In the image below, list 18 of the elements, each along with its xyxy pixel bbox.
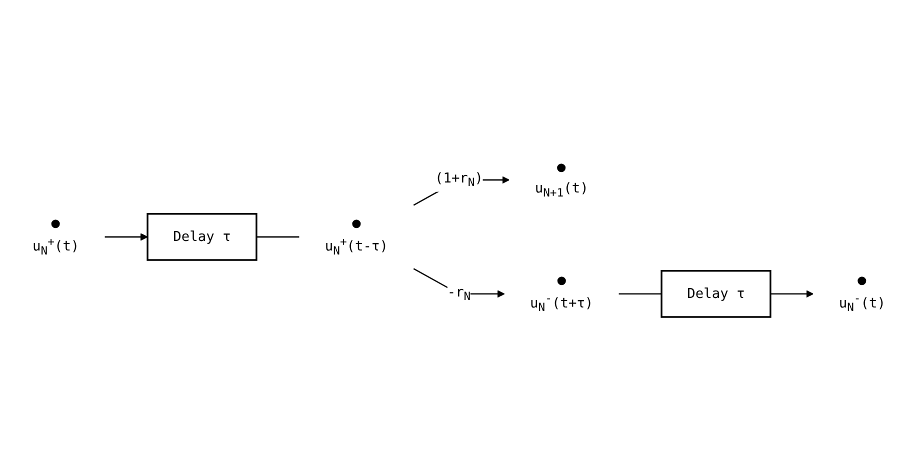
node-circle <box>557 276 566 285</box>
node-circle <box>52 219 60 228</box>
node-label: u$_{N+1}$(t) <box>534 179 588 200</box>
arrow <box>104 232 148 240</box>
node-label: u$_{N}$$^{+}$(t-τ) <box>324 235 388 258</box>
node-circle <box>858 276 866 285</box>
node-label: u$_{N}$$^{+}$(t) <box>32 235 80 258</box>
edge-label: (1+r$_{N}$) <box>434 169 484 190</box>
node-box <box>146 212 258 260</box>
node-label: u$_{N}$$^{-}$(t+τ) <box>530 292 594 314</box>
node-box <box>660 270 772 318</box>
edge-label: -r$_{N}$ <box>447 283 471 303</box>
node-circle <box>352 219 361 228</box>
arrow <box>770 290 814 298</box>
connector <box>256 236 300 238</box>
node-label: u$_{N}$$^{-}$(t) <box>838 292 886 314</box>
node-circle <box>557 163 566 172</box>
connector <box>618 292 662 294</box>
